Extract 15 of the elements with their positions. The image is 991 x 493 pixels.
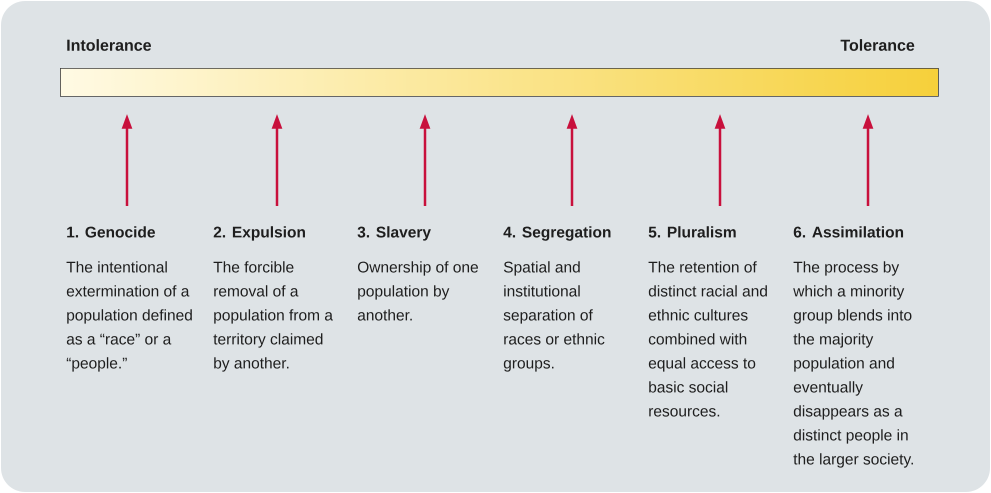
- column-heading: 3. Slavery: [358, 226, 431, 241]
- column-heading: 6. Assimilation: [794, 226, 904, 238]
- description: The intentional extermination of a population defined as a “race” or a “people.”: [66, 261, 192, 372]
- description: Spatial and institutional separation of races or ethnic groups.: [504, 261, 604, 372]
- gradient-bar: [60, 68, 939, 97]
- description: The forcible removal of a population from a territory claimed by another.: [213, 261, 333, 372]
- column-heading: 1. Genocide: [67, 226, 155, 238]
- column-heading: 5. Pluralism: [648, 226, 736, 238]
- description: The retention of distinct racial and ethnic cultures combined with equal access to basic social resources.: [648, 261, 767, 417]
- column-heading: 4. Segregation: [503, 226, 610, 241]
- column-heading: 2. Expulsion: [214, 226, 305, 241]
- description: Ownership of one population by another.: [358, 261, 478, 321]
- scale-label: Intolerance: [67, 39, 151, 51]
- scale-label: Tolerance: [840, 39, 914, 51]
- description: The process by which a minority group blends into the majority population and eventually disappears as a distinct people in the larger society.: [793, 261, 913, 468]
